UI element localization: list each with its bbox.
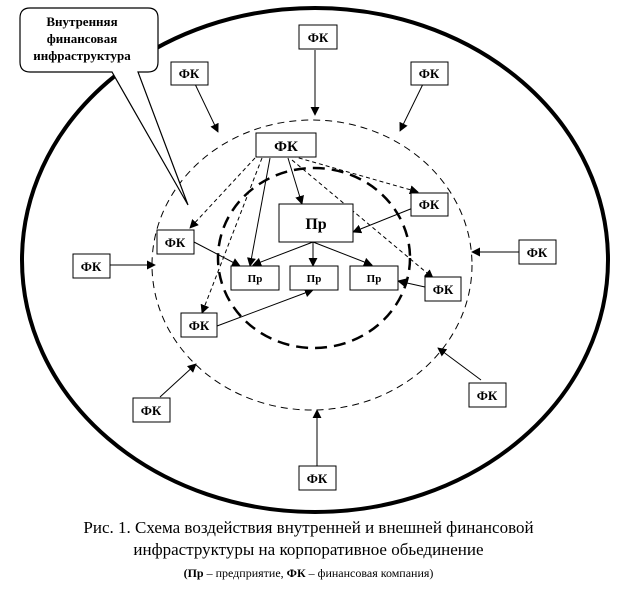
fk-label: ФК [527, 245, 548, 260]
caption-line-1: Рис. 1. Схема воздействия внутренней и в… [83, 518, 534, 537]
fk-boxes: ФК ФК ФК ФК ФК ФК ФК ФК [72, 24, 557, 491]
fk-label: ФК [419, 66, 440, 81]
caption-fk-term: ФК [286, 566, 306, 580]
arrow-fk-lower-right-to-pr [397, 278, 426, 288]
fk-box-inner-right: ФК [410, 192, 449, 217]
arrow-fk-lower-to-pr [216, 288, 314, 327]
caption-fk-definition: – финансовая компания) [305, 566, 434, 580]
pr-box-left: Пр [230, 265, 280, 291]
arrow-pr-to-right [312, 241, 373, 267]
callout-line-2: финансовая [47, 31, 117, 46]
internal-arrows [193, 157, 426, 327]
dashed-fk-top-to-left [189, 157, 256, 229]
fk-box-inner-lower-left: ФК [180, 312, 218, 338]
dashed-fk-top-to-right [291, 155, 419, 195]
fk-box-inner-lower-right: ФК [424, 276, 462, 302]
fk-label: ФК [477, 388, 498, 403]
fk-label: ФК [308, 30, 329, 45]
external-arrows [110, 50, 519, 466]
fk-box-right: ФК [518, 239, 557, 265]
fk-box-center-top: ФК [255, 132, 317, 158]
callout-line-1: Внутренняя [46, 14, 117, 29]
caption-line-2: инфраструктуры на корпоративное обьедине… [133, 540, 484, 559]
fk-label: ФК [179, 66, 200, 81]
core-dashed-circle [216, 166, 412, 350]
fk-box-left: ФК [72, 253, 111, 279]
fk-box-top-left: ФК [170, 61, 209, 86]
arrow-pr-to-left [252, 241, 314, 267]
fk-label: ФК [189, 318, 210, 333]
fk-label: ФК [141, 403, 162, 418]
fk-label: ФК [307, 471, 328, 486]
fk-label: ФК [433, 282, 454, 297]
caption-line-3: (Пр – предприятие, ФК – финансовая компа… [0, 565, 617, 581]
fk-label: ФК [81, 259, 102, 274]
pr-label: Пр [305, 216, 326, 233]
arrow-bottom-right [437, 347, 482, 381]
arrow-fk-left-to-pr [193, 241, 241, 267]
internal-dashed-arrows [189, 155, 434, 314]
caption-pr-definition: – предприятие, [203, 566, 287, 580]
pr-box-right: Пр [349, 265, 399, 291]
fk-box-bottom-right: ФК [468, 382, 507, 408]
arrow-fk-top-to-pr-left [247, 157, 271, 267]
pr-box-middle: Пр [289, 265, 339, 291]
inner-dashed-circle [151, 119, 473, 411]
arrow-top-right [399, 83, 424, 132]
pr-label: Пр [367, 273, 382, 285]
dashed-fk-top-to-lower-right [291, 159, 434, 279]
pr-box-main: Пр [278, 203, 354, 243]
fk-label: ФК [419, 197, 440, 212]
arrow-fk-top-to-pr [287, 157, 304, 205]
fk-label: ФК [165, 235, 186, 250]
fk-label: ФК [274, 139, 298, 155]
fk-box-bottom: ФК [298, 465, 337, 491]
callout-line-3: инфраструктура [33, 48, 131, 63]
arrow-bottom-left [159, 363, 197, 398]
fk-box-top-right: ФК [410, 61, 449, 86]
fk-box-inner-left: ФК [156, 229, 195, 255]
arrow-fk-right-to-pr [352, 207, 414, 234]
callout-bubble [19, 7, 189, 206]
pr-label: Пр [248, 273, 263, 285]
fk-box-bottom-left: ФК [132, 397, 171, 423]
pr-boxes: Пр Пр Пр Пр [230, 203, 399, 291]
caption-pr-term: (Пр [183, 566, 204, 580]
pr-label: Пр [307, 273, 322, 285]
outer-circle [20, 6, 610, 514]
fk-box-top: ФК [298, 24, 338, 50]
arrow-top-left [194, 83, 219, 133]
